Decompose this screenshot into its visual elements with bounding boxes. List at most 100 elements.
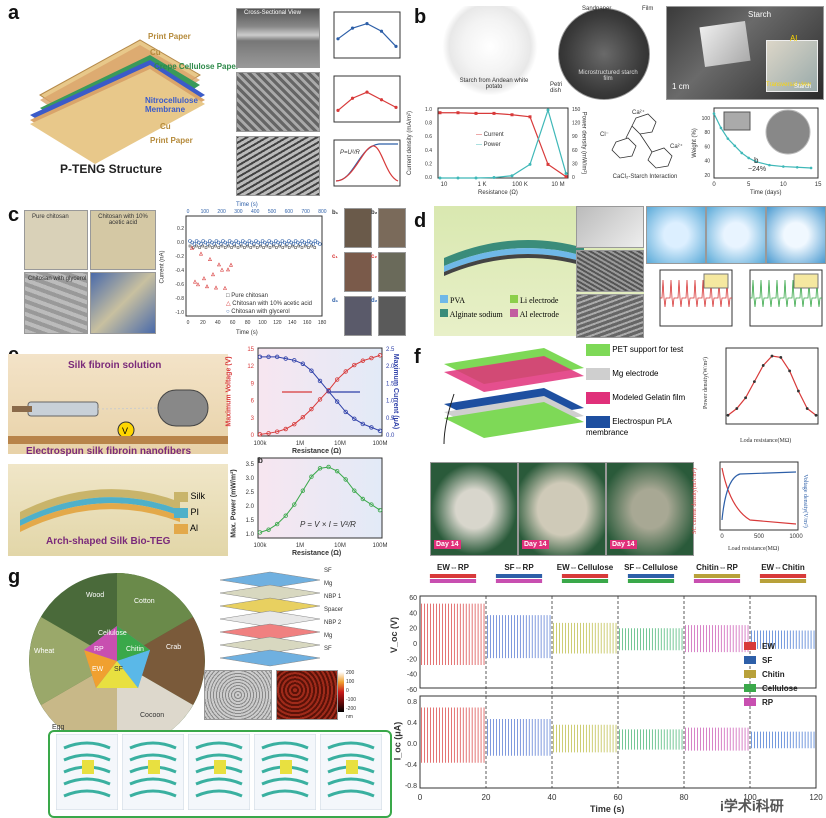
panel-c: c Pure chitosan Chitosan with 10% acetic… <box>0 200 410 340</box>
data-point <box>744 396 747 400</box>
skeleton-frame <box>254 734 316 810</box>
scatter-point <box>255 246 259 249</box>
d-current-chart <box>749 269 823 327</box>
e-power-xlabel: Resistance (Ω) <box>292 550 342 557</box>
scatter-point <box>300 246 304 249</box>
weight-xlabel: Time (days) <box>750 190 782 196</box>
scatter-point <box>220 244 224 248</box>
panel-label-a: a <box>8 2 20 24</box>
segment-color-bar <box>495 579 543 583</box>
power-point <box>309 474 314 479</box>
device-patch <box>82 760 94 774</box>
d-voltage-chart <box>659 269 733 327</box>
scatter-point <box>199 242 203 246</box>
legend-label: EW <box>762 642 775 651</box>
data-point <box>814 413 818 417</box>
side-label: c₁ <box>332 254 338 260</box>
legend-label: Cellulose <box>762 684 798 693</box>
wheel-center-label: EW <box>92 666 104 673</box>
side-label: b₁ <box>332 210 339 216</box>
power-point <box>369 502 374 507</box>
layer-sheet <box>219 623 321 641</box>
power-point <box>492 176 496 180</box>
tick-label: 100k <box>253 543 267 549</box>
scatter-point <box>233 244 237 248</box>
current-point <box>352 416 357 421</box>
scatter-point <box>201 244 205 248</box>
tick-label: 150 <box>572 107 581 113</box>
chitosan-acetic-photo <box>90 210 156 270</box>
tick-label: 1.5 <box>386 381 395 387</box>
power-point <box>343 477 348 482</box>
panel-label-f: f <box>414 346 421 368</box>
tick-label: 0.2 <box>177 226 184 232</box>
rib-icon <box>327 741 375 750</box>
layer-label: Mg <box>324 633 333 639</box>
f-load-xlabel: Load resistance(MΩ) <box>728 546 780 552</box>
x-tick: 80 <box>680 793 689 802</box>
scatter-point <box>268 246 272 249</box>
power-formula: P=U²/R <box>340 150 360 156</box>
y-tick: 60 <box>409 595 417 602</box>
power-point <box>292 502 297 507</box>
tick-label: 0.5 <box>386 416 395 422</box>
data-point <box>726 413 730 417</box>
side-photo <box>378 296 406 336</box>
power-point <box>456 176 460 180</box>
current-point <box>492 111 496 115</box>
cacl2-starch-structure: Ca²⁺ Cl⁻ Ca²⁺ <box>600 109 683 169</box>
f-load-ylabel-right: Voltage density(V/m²) <box>801 474 808 528</box>
rib-icon <box>261 741 309 750</box>
layer-label: Print Paper <box>150 136 193 145</box>
side-label: d₁ <box>332 298 339 304</box>
side-photo <box>344 296 372 336</box>
scatter-point <box>196 282 200 287</box>
g-biomaterial-wheel <box>29 573 205 749</box>
tick-label: 10M <box>334 543 346 549</box>
wheel-photo-label: Wheat <box>34 648 55 655</box>
voltage-point <box>360 358 366 363</box>
tick-label: 140 <box>288 320 297 326</box>
layer-sheet <box>219 571 321 589</box>
power-series-line <box>440 107 567 179</box>
data-point <box>336 37 340 41</box>
legend-label: Chitin <box>762 670 785 679</box>
scatter-point <box>236 246 240 249</box>
segment-color-bar <box>495 574 543 578</box>
power-line <box>259 466 381 533</box>
layer-label: SF <box>324 646 332 652</box>
power-point <box>334 468 340 474</box>
side-photo <box>344 252 372 292</box>
d-dissolve-photo-1 <box>646 206 706 264</box>
scatter-point <box>223 246 227 249</box>
layer-sheet <box>219 597 321 615</box>
tick-label: 1.0 <box>425 107 432 113</box>
tick-label: 0.0 <box>425 175 432 181</box>
day-label: Day 14 <box>610 540 637 549</box>
f-load-ylabel-left: SC current density(mA/m²) <box>691 468 698 534</box>
tick-label: 160 <box>303 320 312 326</box>
tick-label: 0 <box>187 320 190 326</box>
current-point <box>369 425 374 430</box>
chitosan-glycerol-photo <box>24 272 88 334</box>
tick-label: 6 <box>251 399 255 405</box>
tick-label: 20 <box>704 173 710 179</box>
tick-label: 1 K <box>477 182 486 188</box>
tick-label: 2.5 <box>246 490 255 496</box>
current-point <box>292 358 297 363</box>
scatter-point <box>238 242 243 246</box>
panel-a: a Print Paper Cu Crepe Cellulose Paper N… <box>0 0 410 200</box>
tick-label: 0.8 <box>425 121 432 127</box>
transversal-view-inset <box>766 40 818 92</box>
tick-label: 120 <box>572 121 581 127</box>
data-point <box>788 369 791 373</box>
power-point <box>360 496 366 502</box>
scatter-point <box>212 242 217 246</box>
segment-color-bar <box>429 579 477 583</box>
rib-icon <box>63 741 111 750</box>
tick-label: 9 <box>251 381 255 387</box>
current-point <box>474 111 478 115</box>
tick-label: 0 <box>187 209 190 215</box>
